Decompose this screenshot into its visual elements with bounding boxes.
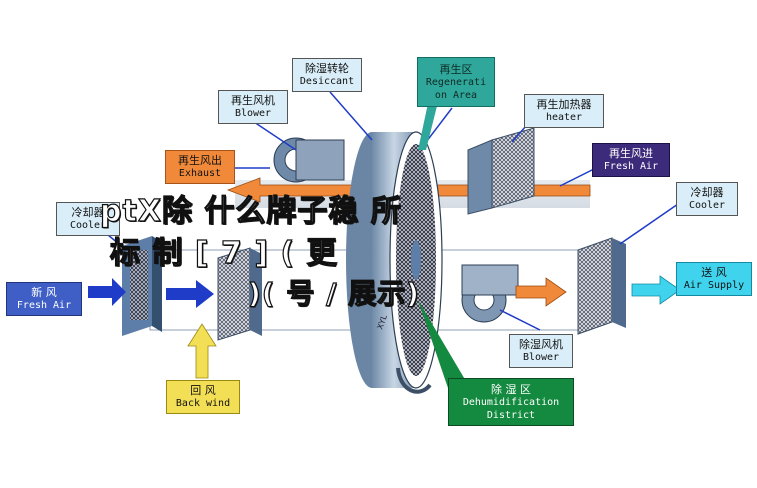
watermark-line-3: )( 号 / 展示) [247,276,420,310]
regen-heater-block [467,127,535,215]
regen-zone-pointer [418,94,440,150]
dehum-blower-unit [461,264,519,323]
supply-air-arrows [515,275,681,307]
watermark-line-2: 标 制 [ 7 ] ( 更 [109,235,338,271]
fresh-air-arrows [88,278,214,308]
cooler-block-right [577,237,626,335]
regen-blower-unit [273,137,345,183]
dehum-zone-pointer [418,300,470,388]
watermark-line-1: ptX除 什么牌子稳 所 [99,193,402,229]
fresh-air-filter [122,236,162,336]
cooler-block-left [217,247,262,341]
desiccant-wheel: XYL [346,131,443,394]
back-wind-arrow [187,323,217,379]
